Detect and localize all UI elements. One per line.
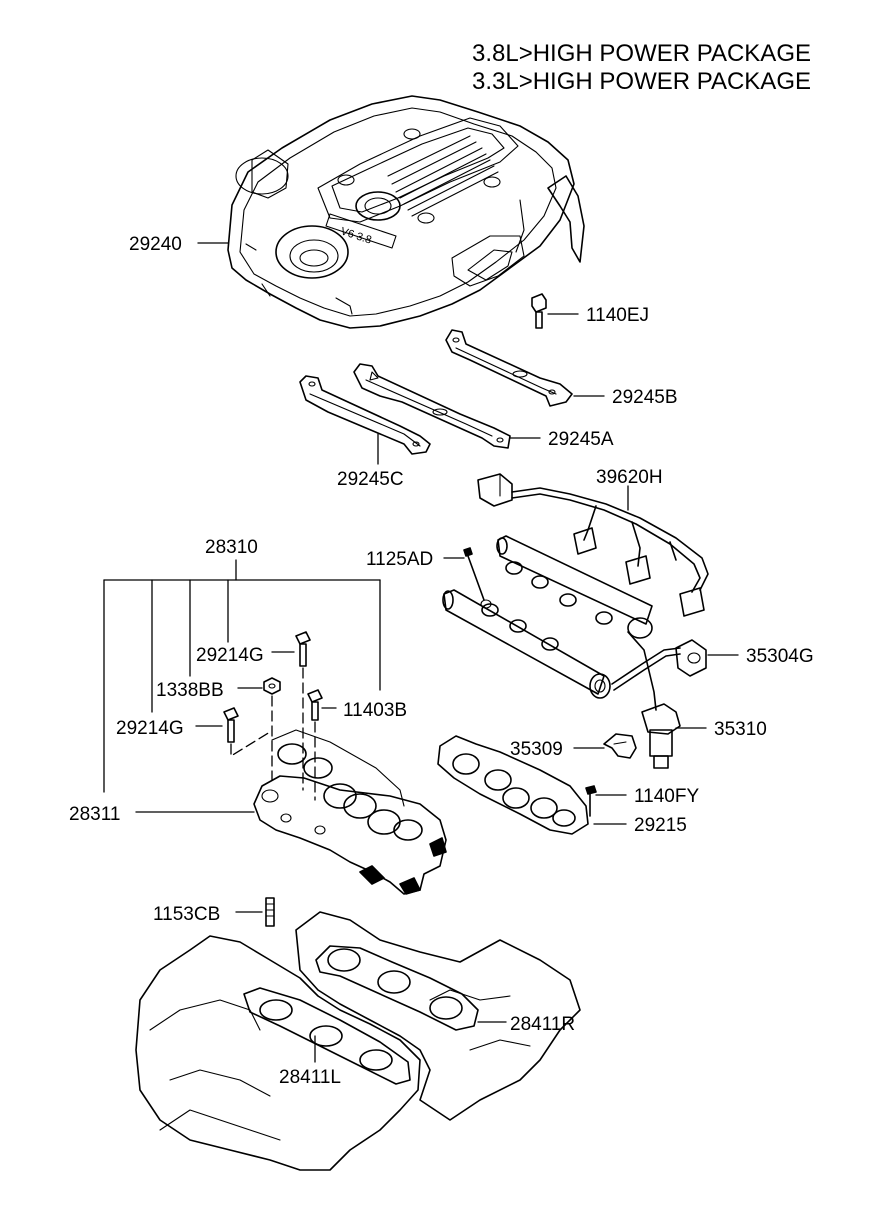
bracket-29245b-illustration: [445, 329, 573, 407]
label-35309: 35309: [510, 739, 563, 760]
label-1338bb: 1338BB: [156, 680, 224, 701]
label-1153cb: 1153CB: [153, 904, 220, 925]
label-1140fy: 1140FY: [634, 786, 699, 807]
bracket-29245c-illustration: [299, 375, 431, 455]
gasket-29215-illustration: [437, 735, 589, 835]
label-29240: 29240: [129, 234, 182, 255]
label-29215: 29215: [634, 815, 687, 836]
bolt-1140fy-illustration: [585, 785, 597, 817]
label-11403b: 11403B: [343, 700, 407, 721]
cover-badge: V6 3.8: [339, 225, 373, 246]
label-28310: 28310: [205, 537, 258, 558]
bolt-1125ad-illustration: [463, 547, 492, 609]
alignment-dashes: [230, 667, 316, 801]
label-1125ad: 1125AD: [366, 549, 433, 570]
engine-block-illustration: [135, 911, 581, 1171]
label-29245b: 29245B: [612, 387, 678, 408]
assembly-28310-callout: [103, 559, 381, 793]
bracket-29245a-illustration: [353, 363, 511, 449]
label-35304g: 35304G: [746, 646, 814, 667]
fuel-rail-illustration: [442, 535, 707, 711]
bolt-29214g-bottom-illustration: [223, 707, 239, 743]
stud-1153cb-illustration: [265, 897, 275, 927]
label-39620h: 39620H: [596, 467, 663, 488]
label-29214g-top: 29214G: [196, 645, 264, 666]
label-28411r: 28411R: [510, 1014, 575, 1035]
injector-35310-illustration: [641, 703, 681, 769]
label-28311: 28311: [69, 804, 120, 825]
bolt-29214g-top-illustration: [295, 631, 311, 667]
clip-35309-illustration: [603, 733, 637, 759]
nut-1338bb-illustration: [263, 677, 281, 695]
header-line-2: 3.3L>HIGH POWER PACKAGE: [472, 68, 811, 95]
bolt-1140ej-illustration: [531, 293, 547, 329]
header-line-1: 3.8L>HIGH POWER PACKAGE: [472, 40, 811, 67]
label-1140ej: 1140EJ: [586, 305, 649, 326]
label-29245a: 29245A: [548, 429, 614, 450]
label-28411l: 28411L: [279, 1067, 341, 1088]
engine-cover-illustration: V6 3.8: [227, 95, 585, 329]
label-29214g-bottom: 29214G: [116, 718, 184, 739]
label-29245c: 29245C: [337, 469, 404, 490]
label-35310: 35310: [714, 719, 767, 740]
intake-manifold-28311-illustration: [253, 729, 447, 895]
bolt-11403b-illustration: [307, 689, 323, 721]
wiring-harness-39620h-illustration: [477, 473, 709, 617]
